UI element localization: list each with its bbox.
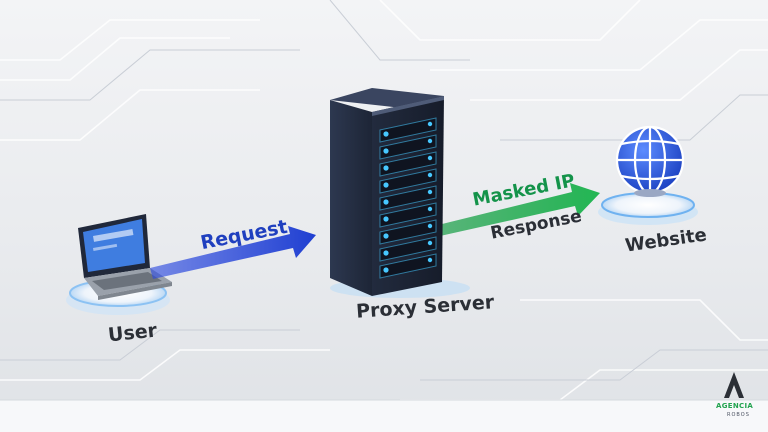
bottom-band: [0, 400, 768, 432]
website-platform: [598, 192, 698, 225]
server-bay: [379, 168, 437, 194]
server-bay: [379, 151, 437, 177]
server-led: [427, 155, 433, 161]
logo-sub: ROBOS: [727, 412, 750, 418]
masked-ip-arrow: [438, 183, 600, 236]
circuit-traces-dark: [0, 0, 768, 381]
server-bay: [379, 236, 437, 262]
server-led: [427, 172, 433, 178]
circuit-traces: [0, 0, 768, 400]
logo-mark: [724, 372, 744, 398]
server-led: [383, 250, 389, 256]
globe-icon: [615, 125, 685, 197]
request-arrow: [150, 226, 316, 279]
laptop-icon: [78, 214, 172, 300]
server-led: [427, 257, 433, 263]
server-bay: [379, 134, 437, 160]
server-led: [427, 206, 433, 212]
server-bay: [379, 202, 437, 228]
server-led: [427, 189, 433, 195]
logo-name: AGENCIA: [716, 402, 754, 410]
server-led: [383, 165, 389, 171]
server-led: [383, 148, 389, 154]
server-led: [383, 216, 389, 222]
server-bay: [379, 253, 437, 279]
server-led: [383, 131, 389, 137]
server-bay: [379, 117, 437, 143]
server-led: [383, 182, 389, 188]
server-led: [383, 199, 389, 205]
server-bays: [379, 117, 437, 279]
server-led: [427, 223, 433, 229]
server-led: [427, 121, 433, 127]
server-led: [383, 233, 389, 239]
server-bay: [379, 219, 437, 245]
server-led: [427, 138, 433, 144]
server-bay: [379, 185, 437, 211]
server-led: [427, 240, 433, 246]
server-led: [383, 267, 389, 273]
